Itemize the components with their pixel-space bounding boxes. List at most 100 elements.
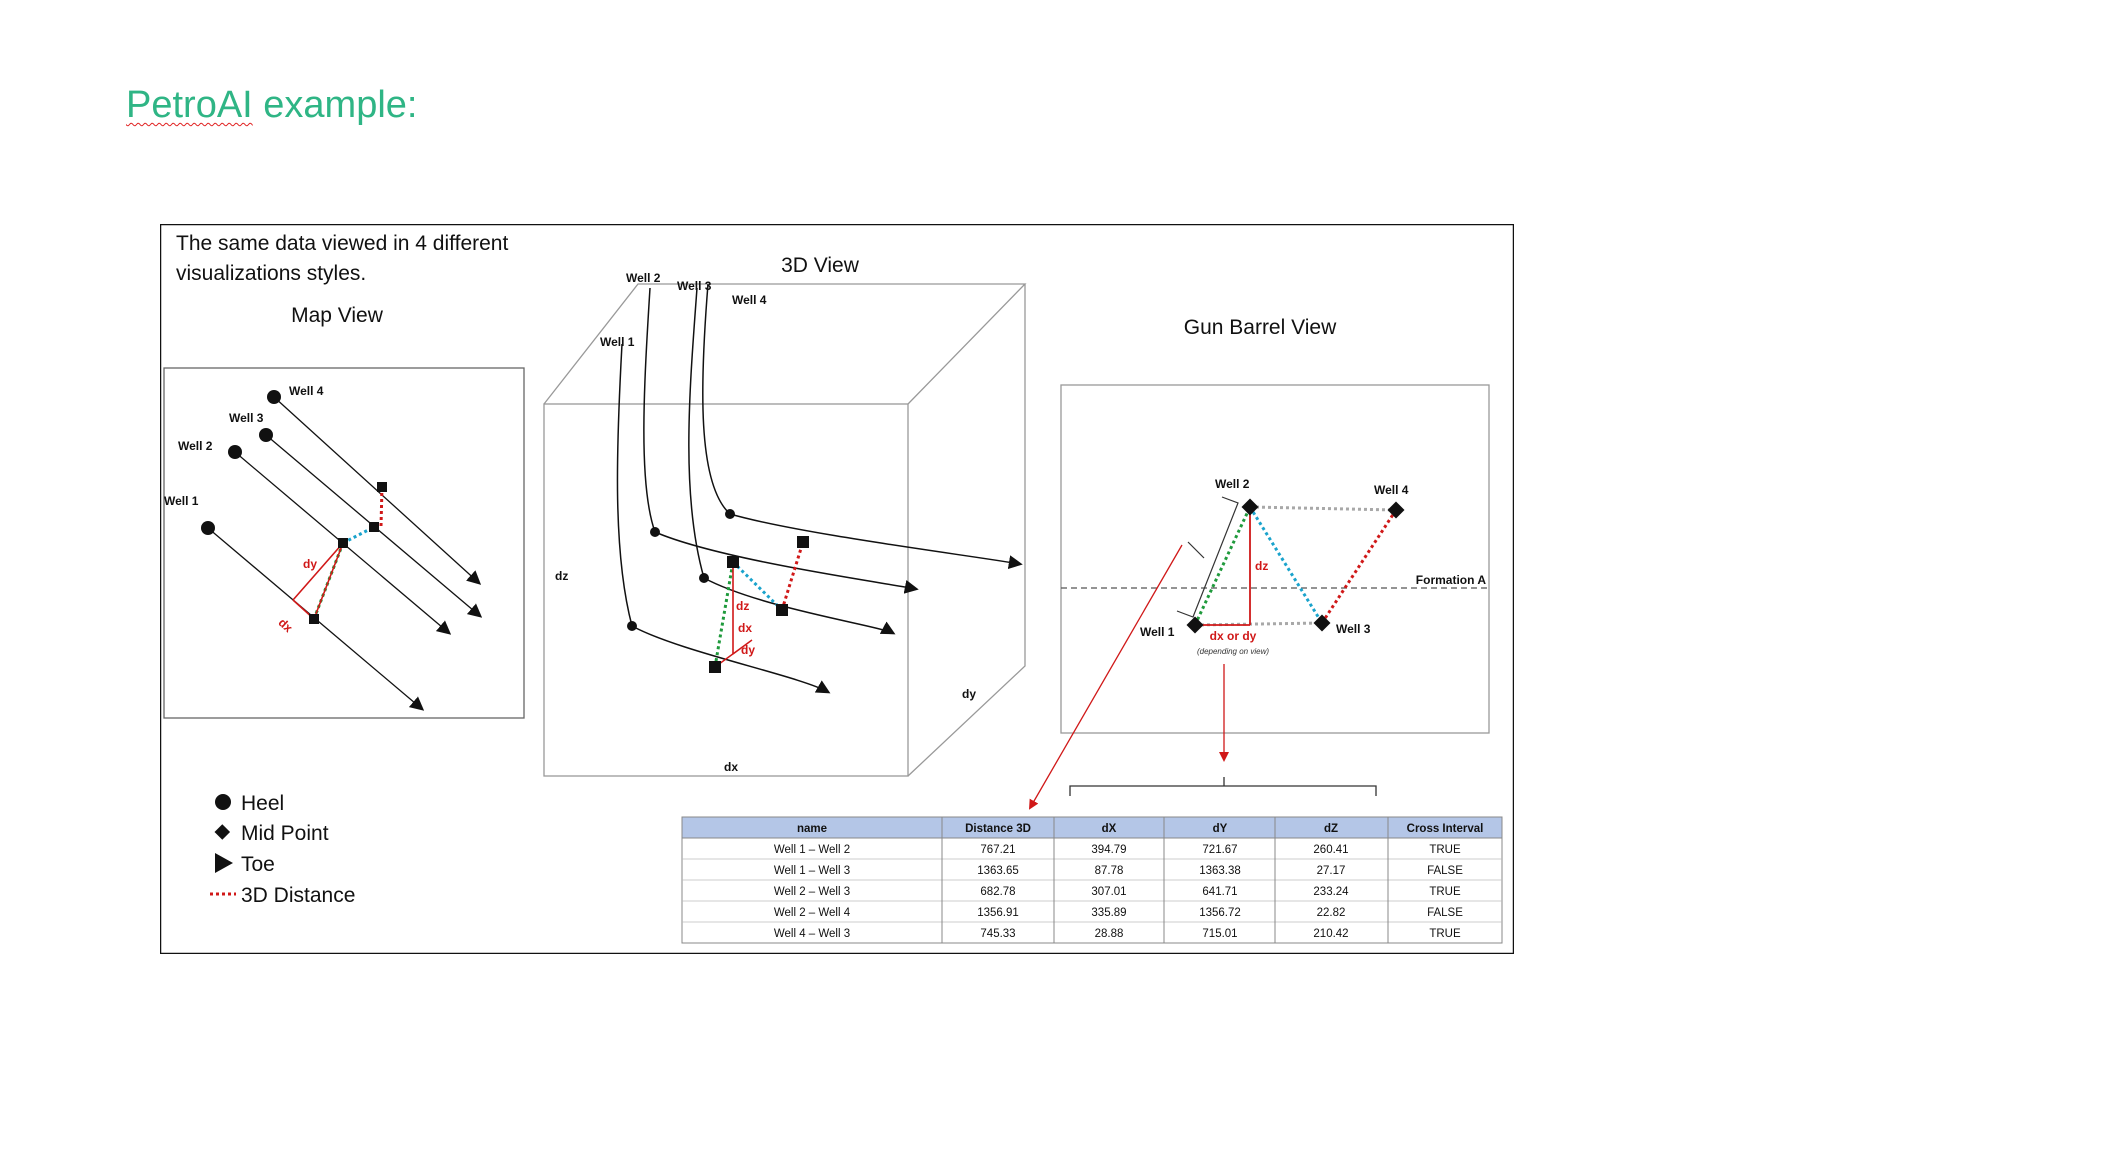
table-cell: Well 2 – Well 4 bbox=[774, 907, 851, 919]
legend-toe-label: Toe bbox=[241, 853, 275, 876]
slide-title-brand: PetroAI bbox=[126, 84, 253, 126]
table-header-dx: dX bbox=[1102, 823, 1117, 835]
gun-barrel-panel: Gun Barrel View Formation A Well 1 Well … bbox=[1028, 316, 1490, 810]
map-midpoint-3 bbox=[369, 522, 379, 532]
view-3d-well-4-heel bbox=[725, 509, 735, 519]
gun-barrel-bracket-tip bbox=[1187, 541, 1205, 559]
map-well-4-heel bbox=[267, 390, 281, 404]
table-cell: 27.17 bbox=[1317, 865, 1346, 877]
table-cell: Well 2 – Well 3 bbox=[774, 886, 850, 898]
view-3d-midpoint-3 bbox=[776, 604, 788, 616]
gun-barrel-dz-label: dz bbox=[1255, 559, 1268, 573]
legend-distance-label: 3D Distance bbox=[241, 884, 355, 907]
gun-barrel-title: Gun Barrel View bbox=[1184, 316, 1337, 339]
pointer-to-distance-column bbox=[1028, 544, 1183, 810]
gun-barrel-bracket bbox=[1176, 496, 1239, 618]
gun-barrel-well-4-label: Well 4 bbox=[1374, 483, 1409, 497]
legend-mid-label: Mid Point bbox=[241, 822, 329, 845]
legend-heel-icon bbox=[215, 794, 231, 810]
table-cell: 715.01 bbox=[1202, 928, 1237, 940]
map-dxdy-triangle bbox=[292, 542, 344, 621]
table-cell: 745.33 bbox=[980, 928, 1015, 940]
table-cell: Well 1 – Well 2 bbox=[774, 844, 850, 856]
formation-label: Formation A bbox=[1416, 573, 1487, 587]
view-3d-well-3-heel bbox=[699, 573, 709, 583]
view-3d-dxdy-lines bbox=[714, 639, 753, 668]
gun-barrel-dxdy-label: dx or dy bbox=[1210, 629, 1257, 643]
slide-title: PetroAI example: bbox=[126, 84, 417, 127]
map-well-3-heel bbox=[259, 428, 273, 442]
map-distance-red bbox=[379, 486, 384, 527]
view-3d-dx-label: dx bbox=[738, 621, 752, 635]
view-3d-dy-label: dy bbox=[741, 643, 755, 657]
view-3d-well-1-heel bbox=[627, 621, 637, 631]
table-cell: 307.01 bbox=[1091, 886, 1126, 898]
map-well-4-line bbox=[273, 396, 482, 585]
map-well-2-heel bbox=[228, 445, 242, 459]
figure-caption-line2: visualizations styles. bbox=[176, 262, 366, 285]
table-header-dz: dZ bbox=[1324, 823, 1338, 835]
map-view-box bbox=[163, 367, 525, 719]
map-well-2-label: Well 2 bbox=[178, 439, 213, 453]
view-3d-axis-dx: dx bbox=[724, 760, 738, 774]
table-cell: 767.21 bbox=[980, 844, 1015, 856]
table-cell: 721.67 bbox=[1202, 844, 1237, 856]
legend-toe-icon bbox=[215, 853, 233, 873]
table-cell: 233.24 bbox=[1313, 886, 1349, 898]
view-3d-axis-dz: dz bbox=[555, 569, 568, 583]
table-cell: Well 4 – Well 3 bbox=[774, 928, 850, 940]
gun-barrel-well-1-mid bbox=[1186, 616, 1204, 634]
view-3d-midpoint-1 bbox=[709, 661, 721, 673]
view-3d-midpoint-2 bbox=[727, 556, 739, 568]
table-cell: TRUE bbox=[1429, 928, 1461, 940]
cube-right-edges bbox=[907, 284, 1026, 777]
view-3d-dz-label: dz bbox=[736, 599, 749, 613]
slide-title-rest: example: bbox=[252, 84, 418, 126]
view-3d-well-1-label: Well 1 bbox=[600, 335, 635, 349]
table-cell: 1356.72 bbox=[1199, 907, 1241, 919]
cube-top-edges bbox=[543, 283, 1027, 405]
map-view-panel: Map View Well 1 Well 2 Well 3 Well 4 dy … bbox=[163, 304, 525, 719]
distance-table: name Distance 3D dX dY dZ Cross Interval… bbox=[681, 816, 1503, 944]
map-midpoint-4 bbox=[377, 482, 387, 492]
map-view-title: Map View bbox=[291, 304, 384, 327]
table-header-background bbox=[682, 817, 1502, 838]
view-3d-well-3 bbox=[688, 287, 896, 635]
table-cell: 335.89 bbox=[1091, 907, 1126, 919]
view-3d-title: 3D View bbox=[781, 254, 860, 277]
gun-barrel-box bbox=[1060, 384, 1490, 734]
map-well-4-label: Well 4 bbox=[289, 384, 324, 398]
table-cell: 682.78 bbox=[980, 886, 1015, 898]
gun-barrel-distance-red bbox=[1320, 509, 1398, 624]
view-3d-well-2-label: Well 2 bbox=[626, 271, 661, 285]
table-cell: TRUE bbox=[1429, 886, 1461, 898]
table-column-bracket bbox=[1069, 785, 1377, 796]
map-well-3-label: Well 3 bbox=[229, 411, 264, 425]
gun-barrel-distance-green bbox=[1193, 506, 1252, 626]
visualization-figure: The same data viewed in 4 different visu… bbox=[160, 224, 1514, 954]
table-cell: 210.42 bbox=[1313, 928, 1348, 940]
table-header-cross: Cross Interval bbox=[1407, 823, 1484, 835]
gun-barrel-note: (depending on view) bbox=[1197, 647, 1269, 656]
gun-barrel-gray-top bbox=[1249, 505, 1397, 512]
table-header-name: name bbox=[797, 823, 827, 835]
table-header-dy: dY bbox=[1213, 823, 1228, 835]
table-cell: 28.88 bbox=[1095, 928, 1124, 940]
table-cell: 641.71 bbox=[1202, 886, 1237, 898]
table-cell: 1363.65 bbox=[977, 865, 1019, 877]
gun-barrel-distance-blue bbox=[1248, 506, 1324, 624]
figure-caption-line1: The same data viewed in 4 different bbox=[176, 232, 508, 255]
table-header-distance: Distance 3D bbox=[965, 823, 1031, 835]
table-cell: Well 1 – Well 3 bbox=[774, 865, 850, 877]
map-midpoint-1 bbox=[309, 614, 319, 624]
view-3d-panel: 3D View Well 1 Well 2 Well 3 Well 4 dz bbox=[543, 254, 1027, 777]
view-3d-well-3-label: Well 3 bbox=[677, 279, 712, 293]
view-3d-axis-dy: dy bbox=[962, 687, 976, 701]
legend-heel-label: Heel bbox=[241, 792, 284, 815]
table-cell: 394.79 bbox=[1091, 844, 1126, 856]
map-midpoint-2 bbox=[338, 538, 348, 548]
view-3d-well-4-label: Well 4 bbox=[732, 293, 767, 307]
view-3d-midpoint-4 bbox=[797, 536, 809, 548]
map-well-1-heel bbox=[201, 521, 215, 535]
map-dy-label: dy bbox=[303, 557, 317, 571]
